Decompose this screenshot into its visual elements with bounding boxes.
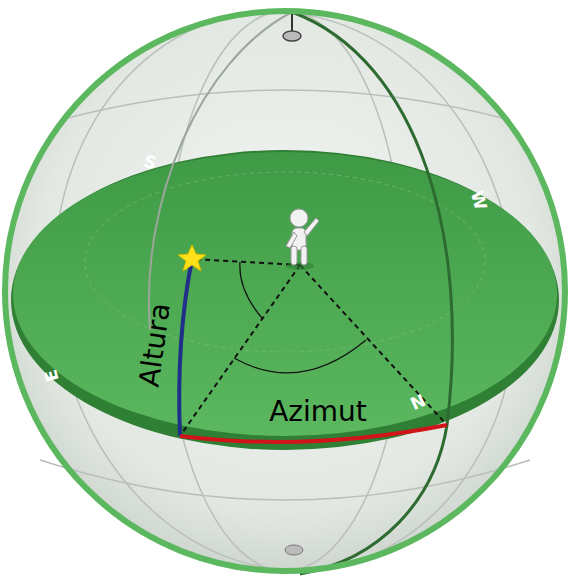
horizon-rim (11, 150, 559, 450)
star (178, 245, 206, 271)
zenith-pole (283, 31, 301, 41)
horizon-plane (13, 152, 557, 436)
observer-figure (286, 209, 319, 270)
angle-arcs (234, 262, 366, 373)
compass-letter: W (467, 189, 488, 212)
azimuth-label: Azimut (269, 398, 367, 426)
altitude-arc (179, 259, 192, 436)
azimuth-arc (180, 425, 447, 442)
meridian-back (149, 12, 292, 330)
sphere-body (5, 11, 565, 571)
sphere-rim (5, 11, 565, 571)
meridian (292, 12, 452, 574)
sight-lines (180, 259, 447, 436)
nadir-pole (285, 545, 303, 555)
